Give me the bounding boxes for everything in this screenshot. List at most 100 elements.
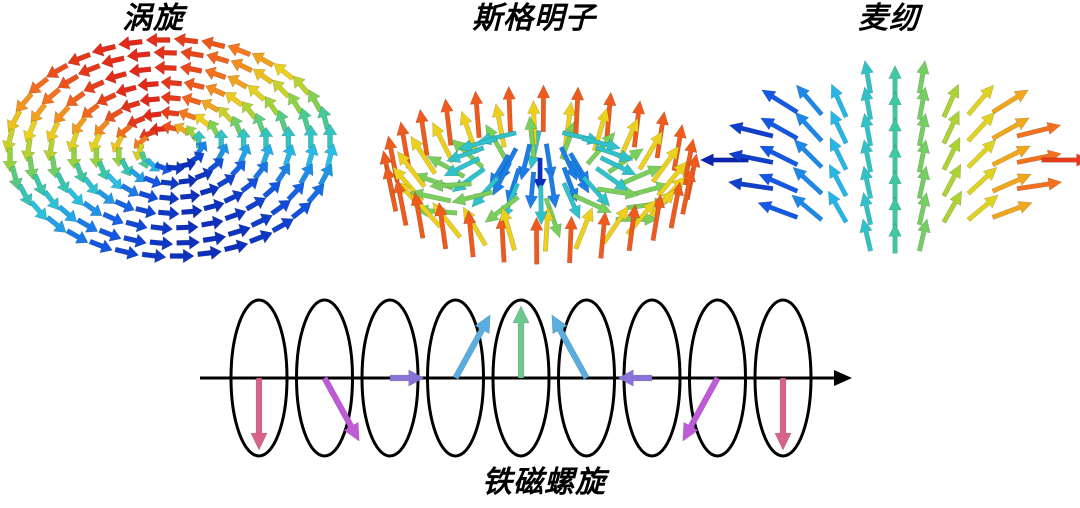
vortex-spin-arrow bbox=[71, 116, 88, 135]
meron-spin-arrow bbox=[966, 139, 997, 170]
vortex-spin-arrow bbox=[204, 66, 227, 81]
vortex-spin-arrow bbox=[304, 143, 319, 168]
meron-spin-arrow bbox=[760, 117, 799, 141]
meron-texture bbox=[699, 59, 1080, 254]
vortex-spin-arrow bbox=[29, 200, 48, 221]
skyrmion-spin-arrow bbox=[573, 207, 594, 250]
vortex-spin-arrow bbox=[114, 198, 135, 213]
skyrmion-spin-arrow bbox=[534, 185, 548, 226]
vortex-spin-arrow bbox=[143, 174, 163, 189]
skyrmion-spin-arrow bbox=[529, 216, 544, 265]
skyrmion-spin-arrow bbox=[524, 171, 539, 210]
vortex-spin-arrow bbox=[120, 183, 140, 198]
meron-spin-arrow bbox=[941, 83, 960, 119]
vortex-spin-arrow bbox=[297, 107, 312, 132]
meron-spin-arrow bbox=[991, 173, 1032, 194]
vortex-spin-arrow bbox=[149, 236, 174, 251]
vortex-spin-arrow bbox=[237, 143, 252, 164]
meron-spin-arrow bbox=[1016, 121, 1062, 139]
skyrmion-spin-arrow bbox=[594, 165, 630, 192]
vortex-spin-arrow bbox=[229, 160, 246, 177]
skyrmion-spin-arrow bbox=[631, 100, 646, 148]
skyrmion-spin-arrow bbox=[594, 144, 634, 163]
skyrmion-spin-arrow bbox=[428, 178, 472, 193]
meron-spin-arrow bbox=[860, 139, 874, 173]
meron-spin-arrow bbox=[991, 145, 1031, 168]
skyrmion-spin-arrow bbox=[637, 130, 663, 171]
meron-spin-arrow bbox=[966, 194, 999, 222]
vortex-spin-arrow bbox=[183, 77, 206, 92]
vortex-spin-arrow bbox=[150, 220, 174, 236]
helix-title: 铁磁螺旋 bbox=[482, 465, 606, 500]
vortex-spin-arrow bbox=[317, 163, 333, 187]
vortex-spin-arrow bbox=[207, 158, 225, 173]
vortex-spin-arrow bbox=[230, 58, 254, 74]
vortex-spin-arrow bbox=[322, 123, 338, 149]
vortex-spin-arrow bbox=[45, 62, 69, 79]
vortex-spin-arrow bbox=[160, 175, 180, 191]
vortex-spin-arrow bbox=[46, 155, 62, 179]
skyrmion-spin-arrow bbox=[434, 201, 449, 250]
meron-spin-arrow bbox=[916, 139, 930, 173]
meron-spin-arrow bbox=[966, 84, 995, 117]
skyrmion-spin-arrow bbox=[462, 206, 488, 247]
vortex-spin-arrow bbox=[142, 107, 162, 123]
meron-spin-arrow bbox=[888, 117, 902, 149]
vortex-spin-arrow bbox=[229, 115, 244, 136]
vortex-texture bbox=[2, 32, 338, 264]
helix-spin-arrow bbox=[551, 314, 590, 380]
vortex-spin-arrow bbox=[288, 92, 304, 115]
vortex-spin-arrow bbox=[153, 45, 178, 60]
skyrmion-spin-arrow bbox=[499, 206, 518, 252]
ferromagnetic-helix bbox=[200, 298, 852, 458]
vortex-spin-arrow bbox=[197, 245, 223, 261]
vortex-spin-arrow bbox=[45, 121, 61, 143]
skyrmion-spin-arrow bbox=[564, 215, 578, 264]
vortex-spin-arrow bbox=[260, 143, 274, 165]
skyrmion-spin-arrow bbox=[596, 186, 640, 200]
vortex-spin-arrow bbox=[134, 204, 157, 219]
vortex-spin-arrow bbox=[282, 143, 297, 167]
vortex-spin-arrow bbox=[227, 42, 252, 58]
vortex-spin-arrow bbox=[290, 202, 312, 220]
skyrmion-texture bbox=[379, 84, 701, 265]
vortex-spin-arrow bbox=[181, 204, 203, 219]
vortex-spin-arrow bbox=[55, 172, 70, 194]
meron-spin-arrow bbox=[757, 201, 799, 220]
meron-spin-arrow bbox=[793, 139, 824, 170]
meron-spin-arrow bbox=[828, 190, 849, 224]
skyrmion-spin-arrow bbox=[547, 171, 561, 209]
vortex-spin-arrow bbox=[139, 92, 161, 108]
vortex-spin-arrow bbox=[236, 127, 252, 149]
vortex-spin-arrow bbox=[7, 109, 23, 133]
meron-spin-arrow bbox=[859, 191, 874, 226]
meron-spin-arrow bbox=[859, 218, 874, 252]
meron-spin-arrow bbox=[888, 91, 902, 123]
meron-spin-arrow bbox=[728, 149, 774, 165]
vortex-spin-arrow bbox=[194, 113, 212, 129]
meron-spin-arrow bbox=[830, 110, 849, 145]
vortex-spin-arrow bbox=[177, 107, 197, 122]
vortex-spin-arrow bbox=[81, 102, 100, 118]
skyrmion-spin-arrow bbox=[440, 98, 454, 146]
meron-spin-arrow bbox=[794, 111, 824, 143]
vortex-spin-arrow bbox=[206, 50, 230, 65]
meron-spin-arrow bbox=[941, 163, 962, 198]
vortex-spin-arrow bbox=[200, 215, 224, 231]
vortex-spin-arrow bbox=[76, 217, 99, 233]
meron-spin-arrow bbox=[859, 165, 874, 200]
vortex-spin-arrow bbox=[258, 126, 274, 149]
vortex-spin-arrow bbox=[77, 63, 101, 78]
skyrmion-spin-arrow bbox=[680, 167, 696, 215]
vortex-spin-arrow bbox=[218, 106, 235, 124]
vortex-spin-arrow bbox=[105, 172, 122, 190]
vortex-spin-arrow bbox=[117, 35, 143, 51]
vortex-spin-arrow bbox=[262, 181, 281, 199]
skyrmion-spin-arrow bbox=[445, 145, 485, 163]
vortex-spin-arrow bbox=[125, 218, 148, 233]
vortex-spin-arrow bbox=[298, 163, 314, 185]
vortex-spin-arrow bbox=[157, 205, 180, 221]
skyrmion-spin-arrow bbox=[393, 178, 409, 227]
skyrmion-spin-arrow bbox=[536, 84, 551, 133]
